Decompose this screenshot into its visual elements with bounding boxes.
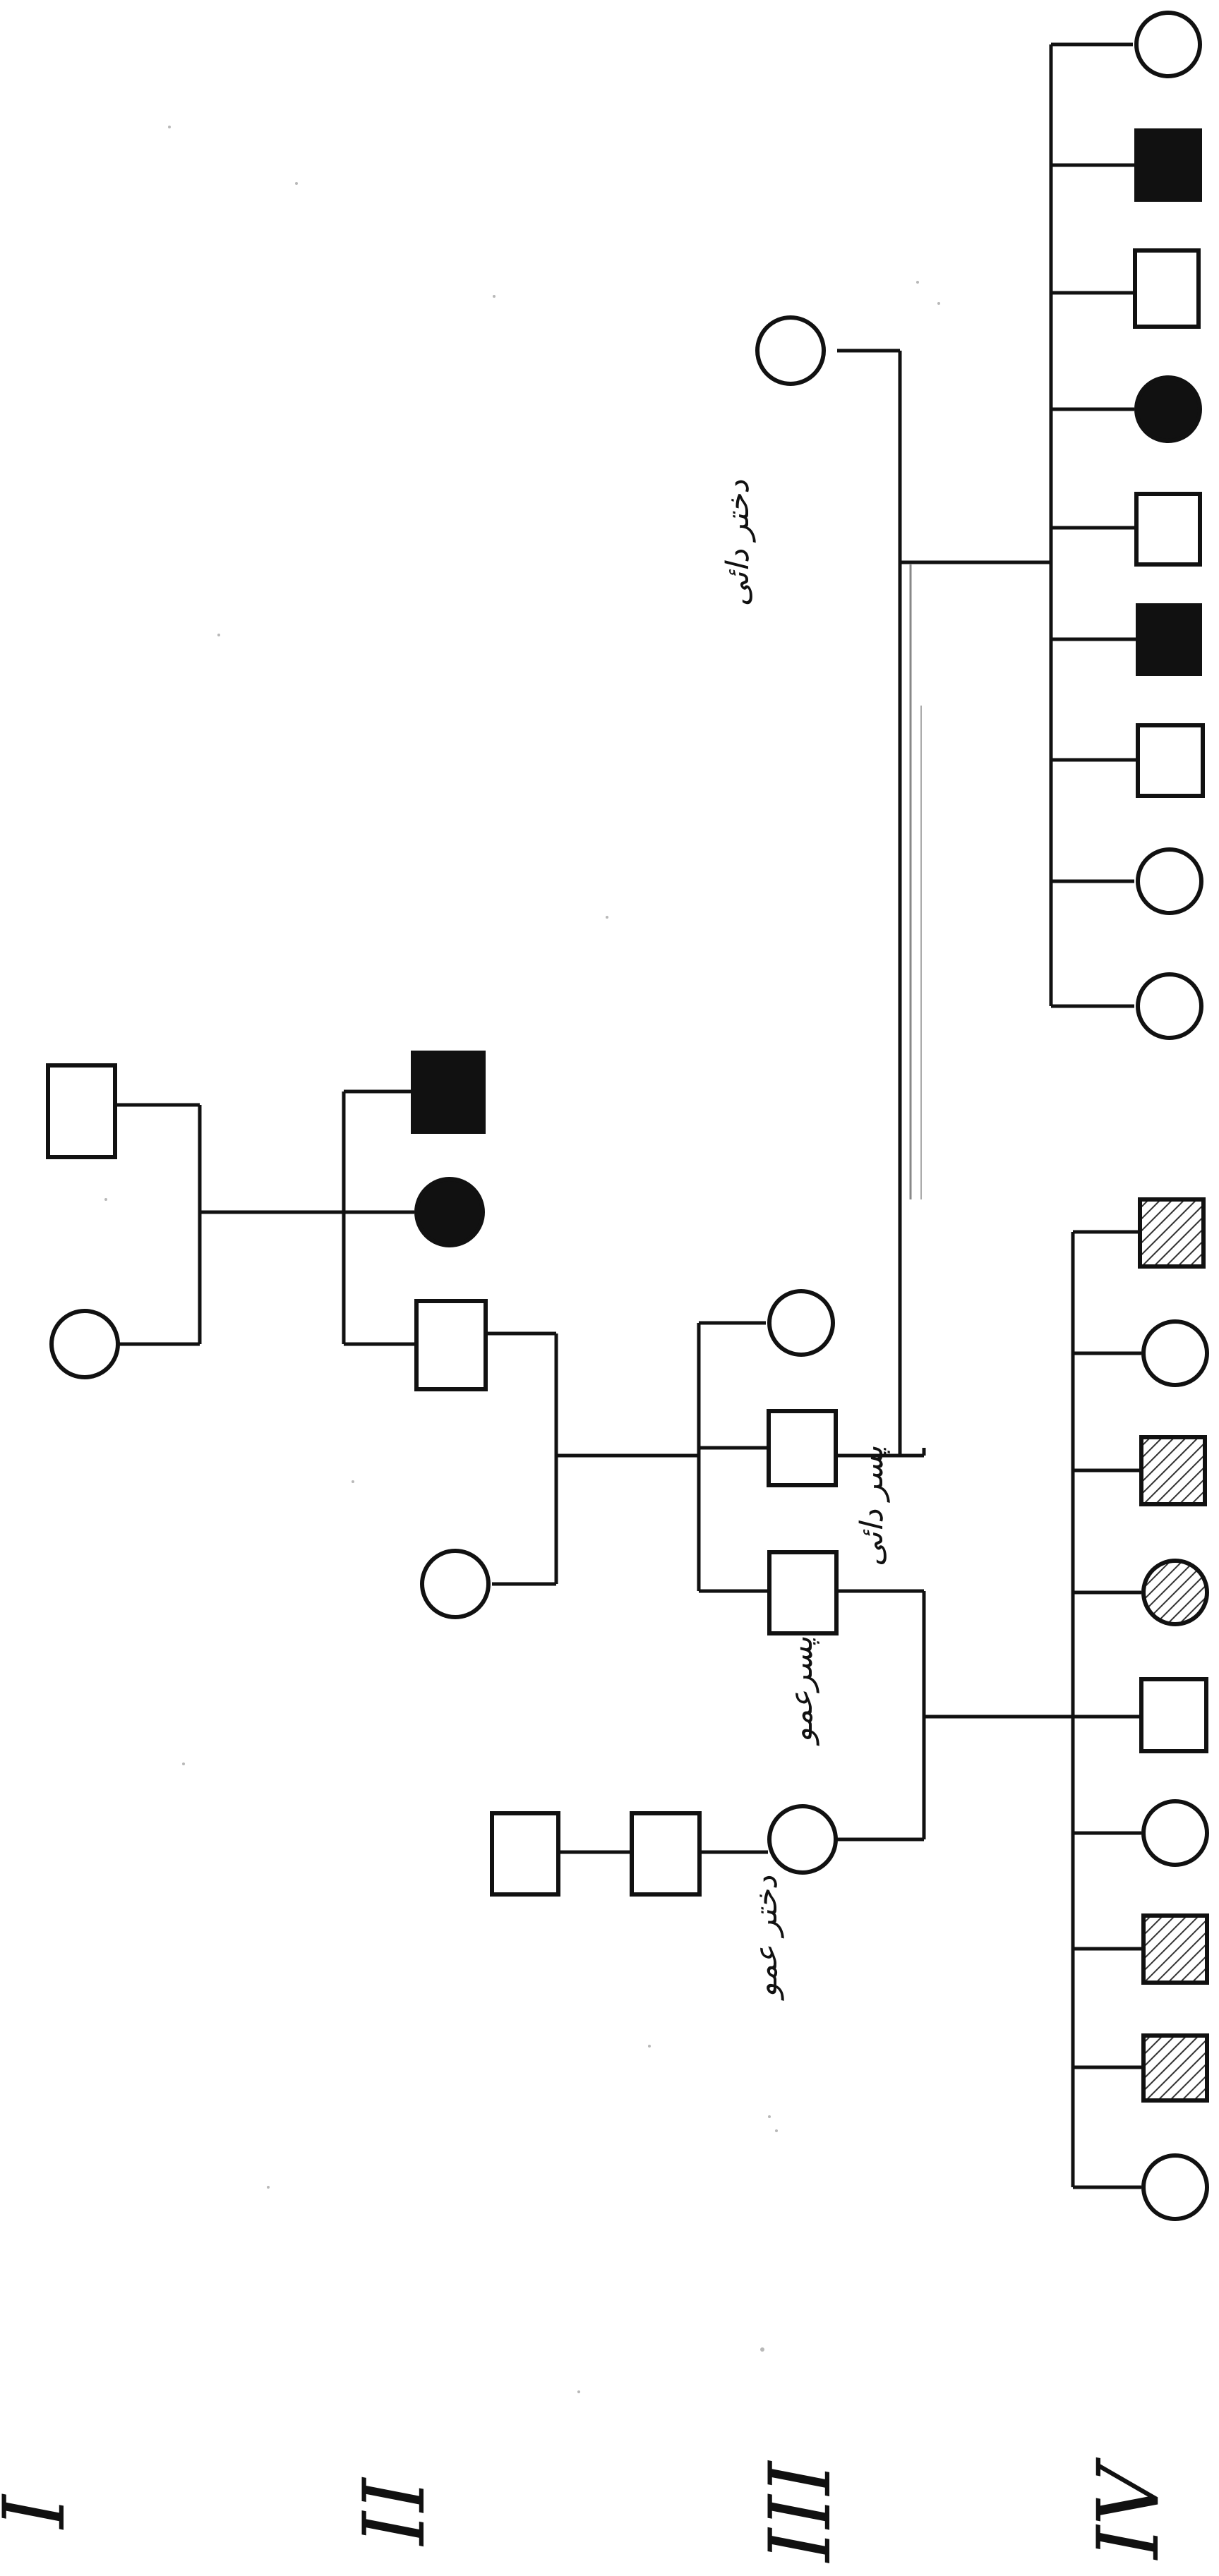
generation-label-III: III <box>752 2460 850 2563</box>
individual-IV-2 <box>1134 128 1202 202</box>
annotation-son-of-maternal-uncle: پسر دائی <box>854 1446 890 1567</box>
individual-IV-18 <box>1141 2153 1209 2221</box>
generation-label-I: I <box>0 2493 84 2530</box>
individual-II-4 <box>420 1549 491 1619</box>
individual-IV-8 <box>1136 847 1203 915</box>
generation-label-II: II <box>346 2477 444 2546</box>
individual-IV-4 <box>1134 375 1202 443</box>
individual-III-3 <box>630 1811 702 1897</box>
generation-label-IV: IV <box>1080 2457 1178 2560</box>
pedigree-lines <box>116 42 1143 2189</box>
individual-III-7 <box>490 1811 560 1897</box>
individual-IV-13 <box>1141 1559 1209 1626</box>
individual-IV-12 <box>1139 1435 1207 1506</box>
annotation-daughter-of-uncle: دختر عمو <box>748 1875 784 2001</box>
pedigree-individuals <box>46 11 1209 2221</box>
individual-IV-17 <box>1141 2033 1209 2103</box>
individual-IV-14 <box>1139 1677 1208 1753</box>
generation-labels: I II III IV <box>0 2457 1178 2563</box>
annotation-son-of-uncle: پسرعمو <box>783 1637 819 1746</box>
individual-IV-7 <box>1136 723 1205 798</box>
individual-II-1 <box>411 1051 486 1134</box>
annotation-daughter-of-maternal-uncle: دختر دائی <box>720 480 756 606</box>
individual-IV-1 <box>1134 11 1202 78</box>
individual-III-1 <box>755 315 826 386</box>
individual-IV-11 <box>1141 1319 1209 1387</box>
individual-IV-16 <box>1141 1913 1209 1985</box>
individual-I-2 <box>49 1309 120 1379</box>
individual-III-6 <box>767 1550 839 1635</box>
individual-I-1 <box>46 1063 117 1159</box>
individual-IV-10 <box>1138 1197 1206 1269</box>
individual-IV-15 <box>1141 1799 1209 1867</box>
individual-III-5 <box>767 1804 838 1875</box>
individual-IV-6 <box>1136 603 1202 676</box>
individual-II-3 <box>414 1299 488 1391</box>
individual-II-2 <box>414 1177 485 1247</box>
individual-IV-9 <box>1136 972 1203 1040</box>
paper-texture <box>104 126 940 2393</box>
individual-III-2 <box>767 1409 838 1487</box>
individual-IV-5 <box>1134 492 1202 567</box>
individual-IV-3 <box>1133 248 1201 329</box>
annotations: دختر دائی پسر دائی پسرعمو دختر عمو <box>720 480 890 2001</box>
individual-III-4 <box>767 1289 835 1357</box>
